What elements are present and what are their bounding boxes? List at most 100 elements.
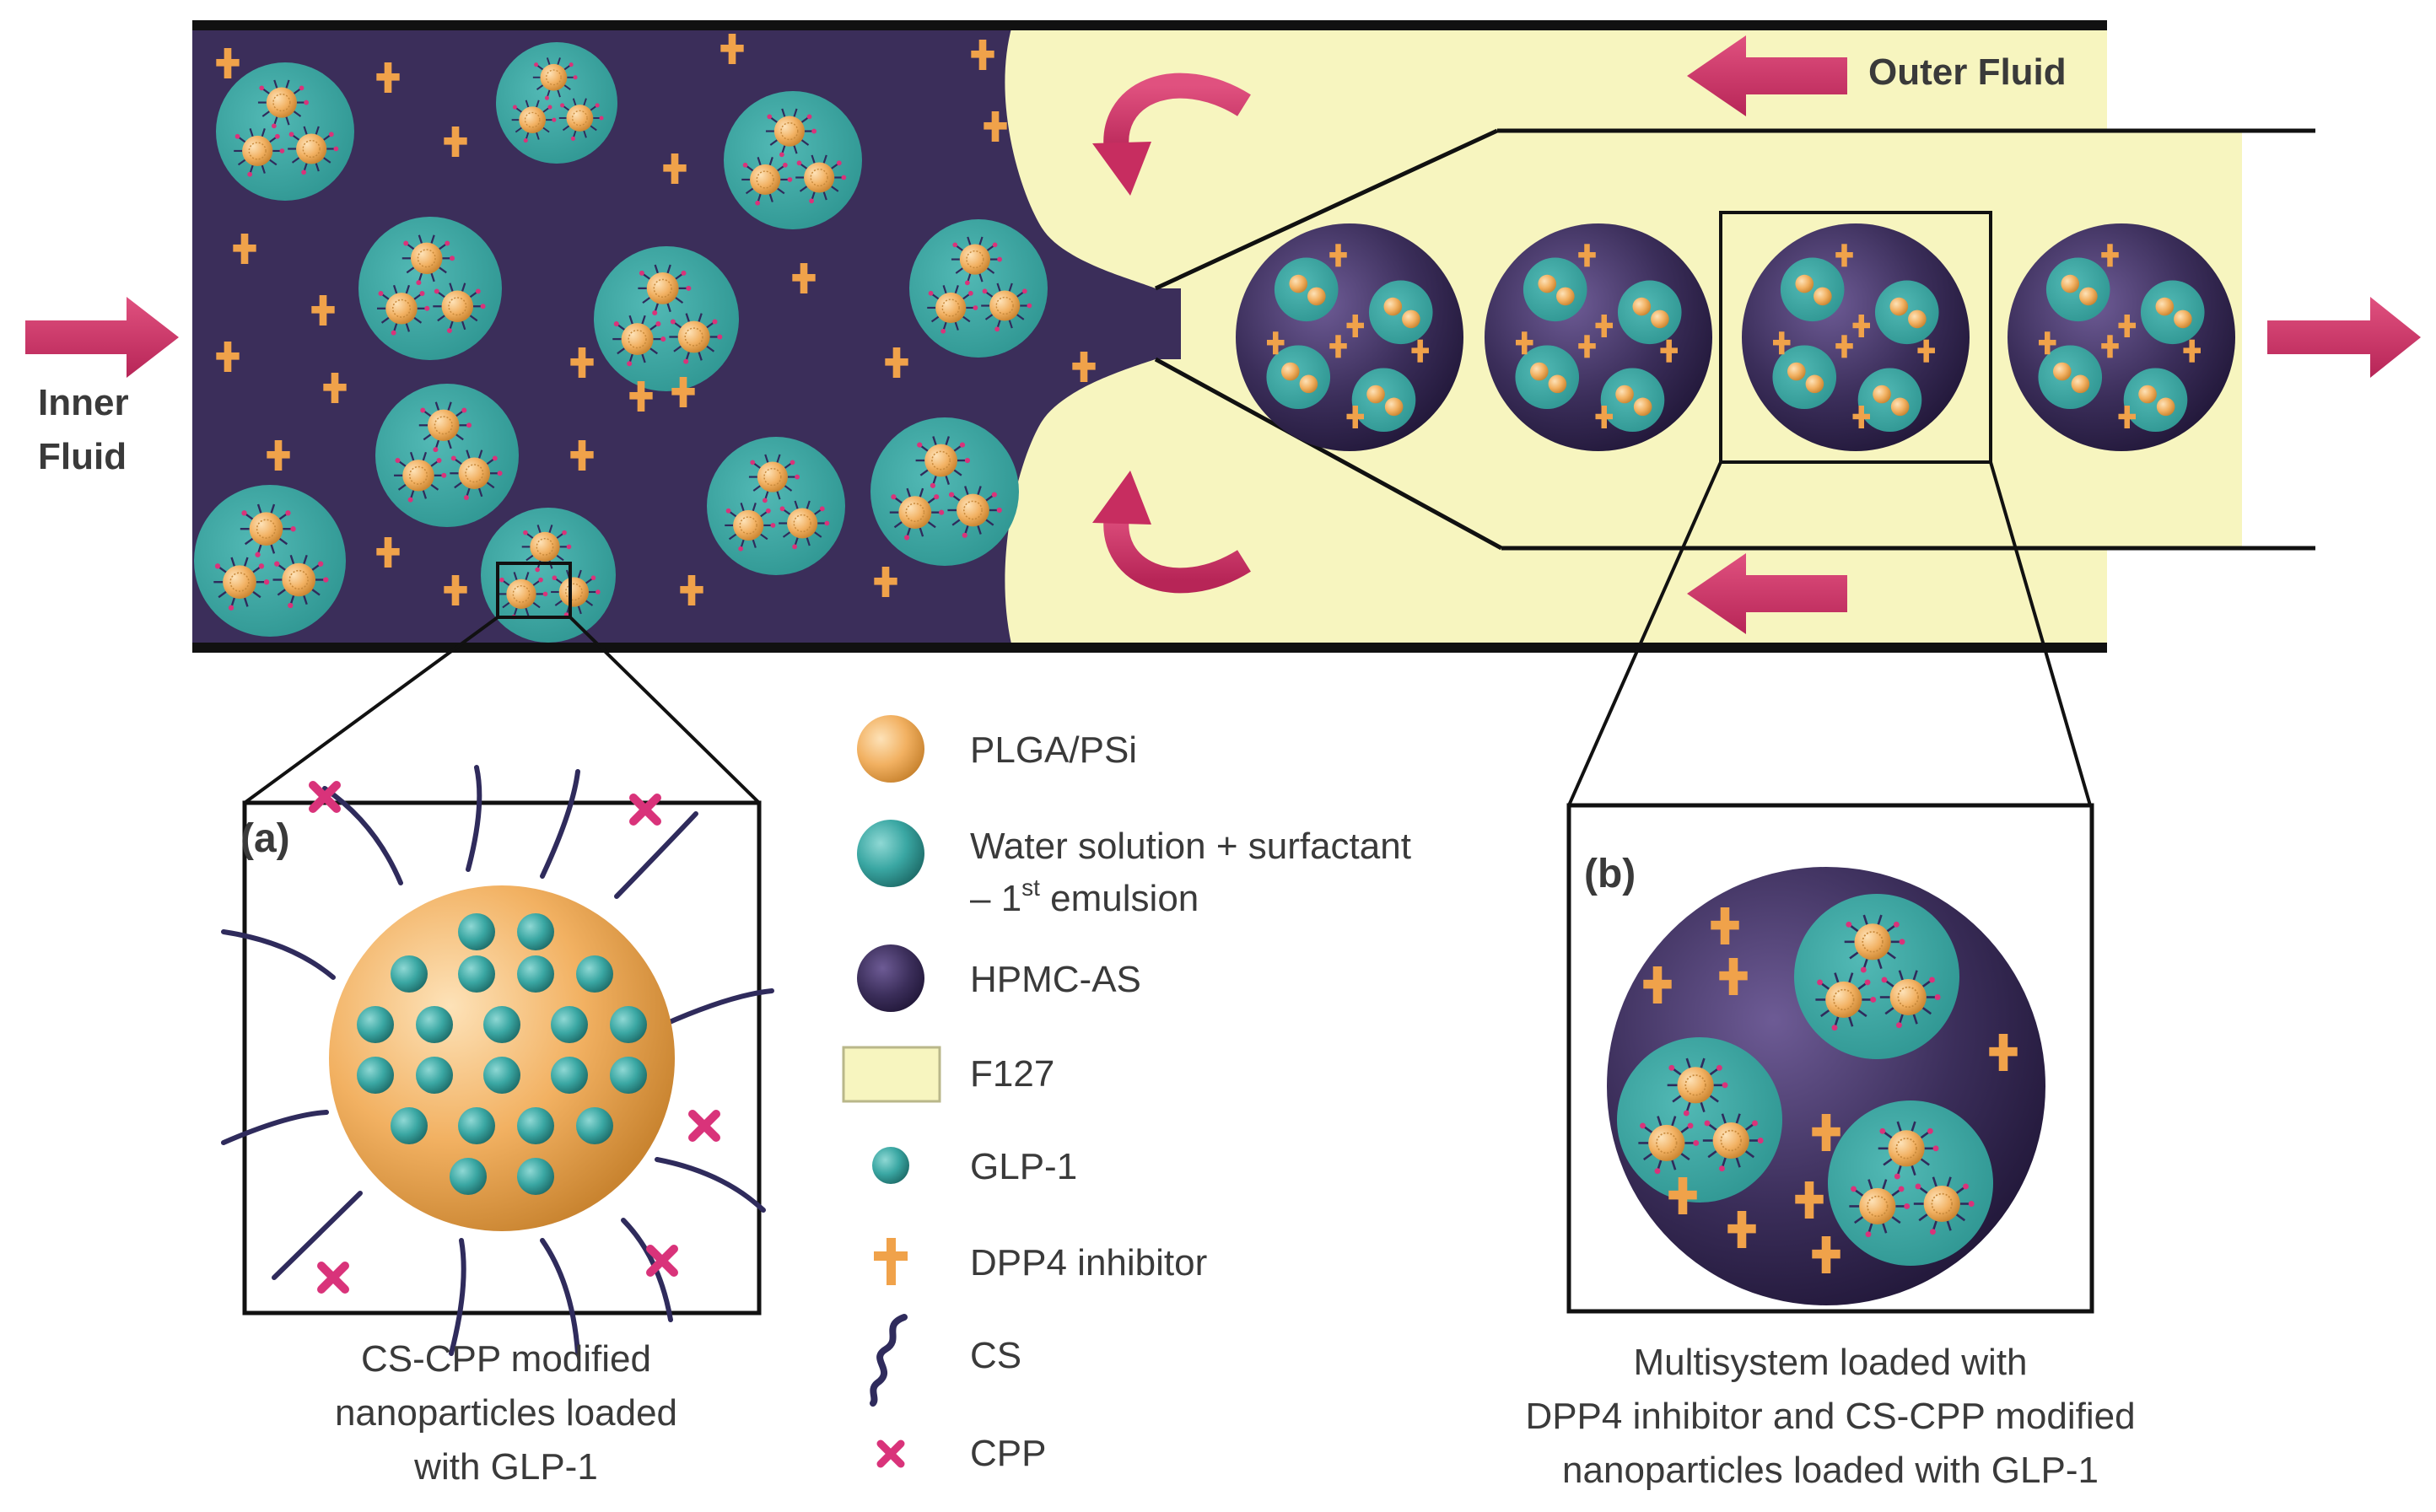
emulsion-droplet-icon	[358, 217, 502, 360]
nanoparticle-icon	[402, 234, 455, 286]
glp1-icon	[458, 913, 495, 950]
nanoparticle-icon	[213, 557, 270, 611]
cs-chain-icon	[661, 988, 774, 1027]
legend-hpmc: HPMC-AS	[857, 944, 1141, 1012]
dpp4-cross-icon	[570, 440, 594, 471]
dpp4-cross-icon	[1668, 1177, 1697, 1214]
glp1-icon	[517, 913, 554, 950]
nanoparticle-icon	[779, 500, 830, 550]
caption-b-line2: DPP4 inhibitor and CS-CPP modified	[1525, 1396, 2135, 1437]
nanoparticle-icon	[915, 436, 971, 488]
glp1-icon	[458, 1107, 495, 1144]
nanoparticle-icon	[521, 525, 572, 573]
glp1-icon	[357, 1057, 394, 1094]
legend-glp1: GLP-1	[872, 1146, 1077, 1187]
glp1-icon	[416, 1057, 453, 1094]
first-emulsion-droplets	[194, 42, 1048, 643]
pink-x-icon	[876, 1439, 905, 1468]
legend-cs-label: CS	[970, 1335, 1021, 1376]
nanoparticle-icon	[951, 236, 1003, 286]
dpp4-cross-icon	[680, 575, 703, 605]
dpp4-cross-icon	[1660, 339, 1678, 363]
legend-hpmc-label: HPMC-AS	[970, 959, 1141, 1000]
caption-b: Multisystem loaded with DPP4 inhibitor a…	[1525, 1342, 2135, 1491]
dpp4-cross-icon	[1643, 966, 1672, 1004]
legend-dpp4: DPP4 inhibitor	[874, 1238, 1207, 1285]
emulsion-droplet-icon	[909, 219, 1048, 358]
nanoparticle-icon	[234, 128, 285, 177]
cs-chain-icon	[466, 765, 482, 872]
orange-sphere-icon	[857, 715, 924, 783]
dpp4-cross-icon	[885, 347, 908, 378]
nanoparticle-icon	[532, 57, 578, 100]
dpp4-cross-icon	[1835, 244, 1853, 267]
glp1-icon	[483, 1057, 520, 1094]
dpp4-cross-icon	[216, 48, 240, 78]
recirculation-bottom-arrow-icon	[1092, 471, 1251, 594]
multisystem-droplet-icon	[1742, 223, 1970, 451]
glp1-icon	[610, 1057, 647, 1094]
cs-chain-icon	[322, 786, 403, 885]
small-teal-sphere-icon	[872, 1147, 909, 1184]
dpp4-cross-icon	[1852, 315, 1871, 337]
yellow-box-icon	[842, 1046, 941, 1103]
glp1-icon	[391, 1107, 428, 1144]
emulsion-droplet-icon	[870, 417, 1019, 566]
dpp4-cross-icon	[1595, 406, 1614, 428]
outer-fluid-label: Outer Fluid	[1868, 51, 2067, 93]
nanoparticle-icon	[725, 503, 776, 552]
outer-fluid-top-arrow-icon	[1687, 35, 1847, 116]
dpp4-cross-icon	[629, 381, 653, 412]
legend-cpp-label: CPP	[970, 1433, 1046, 1474]
dpp4-cross-icon	[720, 34, 744, 64]
nanoparticle-icon	[765, 108, 817, 158]
nanoparticle-icon	[947, 486, 1002, 538]
nanoparticle-icon	[1638, 1116, 1700, 1175]
dpp4-cross-icon	[1835, 335, 1853, 358]
outlet-arrow-icon	[2267, 297, 2421, 378]
legend-cs: CS	[870, 1314, 1021, 1407]
emulsion-droplet-icon	[194, 485, 346, 637]
nanoparticle-icon	[795, 154, 847, 204]
caption-b-line1: Multisystem loaded with	[1633, 1342, 2027, 1383]
dpp4-cross-icon	[376, 537, 400, 568]
nanoparticle-icon	[377, 284, 430, 336]
dpp4-cross-icon	[1595, 315, 1614, 337]
dpp4-cross-icon	[1346, 315, 1365, 337]
cpp-icon	[646, 1245, 678, 1277]
cs-chain-icon	[449, 1238, 466, 1356]
dpp4-cross-icon	[311, 295, 335, 326]
emulsion-droplet-icon	[496, 42, 617, 164]
emulsion-droplet-icon	[1617, 1037, 1782, 1203]
emulsion-droplet-icon	[481, 508, 616, 643]
cs-chain-icon	[221, 929, 336, 980]
legend-water-label: Water solution + surfactant	[970, 826, 1411, 867]
glp1-icon	[458, 955, 495, 993]
nanoparticle-icon	[741, 157, 793, 206]
cs-cpp-nanoparticle	[221, 765, 774, 1356]
dpp4-cross-icon	[444, 126, 467, 157]
dpp4-cross-icon	[971, 40, 994, 70]
caption-a-line1: CS-CPP modified	[361, 1338, 651, 1380]
dpp4-cross-icon	[2118, 315, 2137, 337]
glp1-icon	[416, 1006, 453, 1043]
dpp4-cross-icon	[1727, 1211, 1756, 1248]
glp1-icon	[357, 1006, 394, 1043]
glp1-icon	[610, 1006, 647, 1043]
multisystem-droplets	[1236, 223, 2235, 451]
glp1-icon	[517, 1158, 554, 1195]
inner-fluid-label-line2: Fluid	[38, 436, 127, 477]
dpp4-cross-icon	[323, 373, 347, 403]
multisystem-droplet-zoom	[1607, 867, 2045, 1305]
dpp4-cross-icon	[216, 342, 240, 372]
dpp4-cross-icon	[1812, 1114, 1840, 1151]
legend-plga: PLGA/PSi	[857, 715, 1137, 783]
nanoparticle-icon	[450, 449, 503, 501]
dpp4-cross-icon	[1515, 331, 1533, 355]
glp1-icon	[483, 1006, 520, 1043]
legend-plga-label: PLGA/PSi	[970, 729, 1137, 771]
glp1-icon	[450, 1158, 487, 1195]
legend: PLGA/PSi Water solution + surfactant – 1…	[842, 715, 1411, 1474]
nanoparticle-icon	[1913, 1176, 1975, 1235]
nanoparticle-icon	[1844, 914, 1905, 973]
